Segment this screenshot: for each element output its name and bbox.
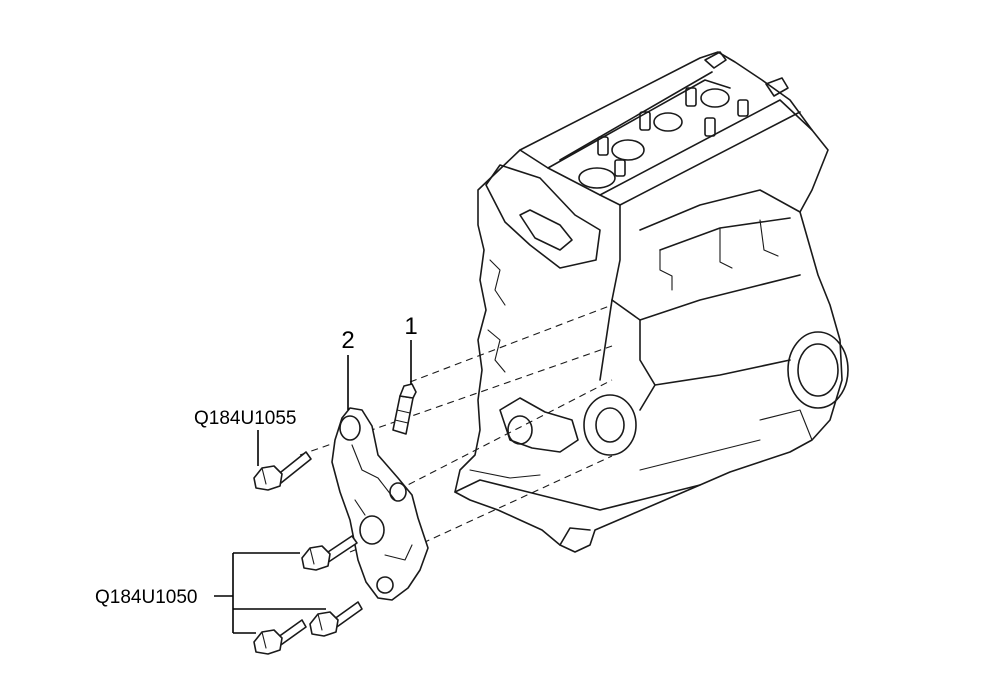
part-2-bracket (331, 407, 429, 601)
callout-2: 2 (341, 327, 354, 354)
engine-block (454, 51, 849, 553)
bolt-q184u1055 (253, 451, 312, 491)
bolt-q184u1050-b (309, 601, 363, 637)
part-1-sensor (392, 383, 417, 435)
bolt-code-q184u1055: Q184U1055 (194, 408, 296, 429)
leader-lines (214, 340, 412, 634)
bolt-q184u1050-c (253, 619, 307, 655)
bolt-code-q184u1050: Q184U1050 (95, 587, 197, 608)
bolt-q184u1050-a (301, 535, 358, 571)
callout-1: 1 (404, 313, 417, 340)
